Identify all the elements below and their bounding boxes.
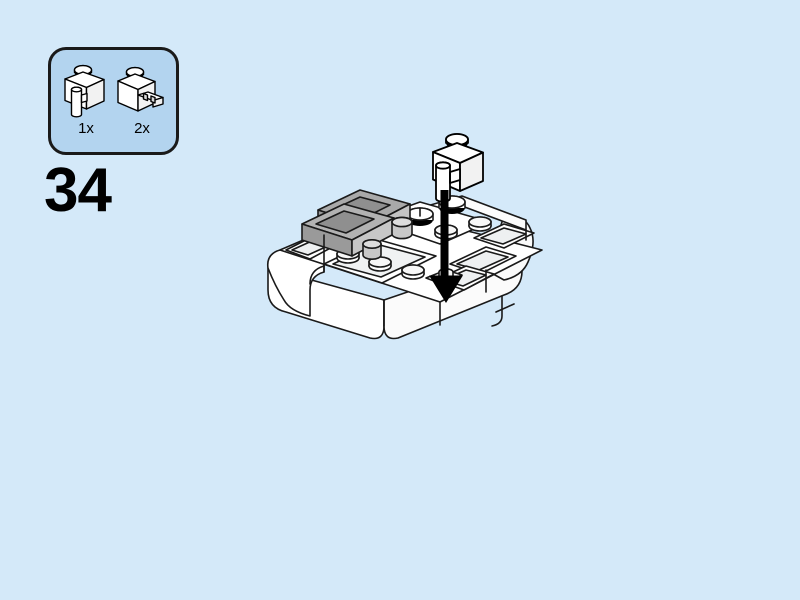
- part-list-item: 1x: [57, 62, 115, 148]
- brick-1x1-with-vertical-clip-icon: [57, 62, 115, 124]
- part-count-label: 1x: [78, 120, 94, 137]
- part-count-label: 2x: [134, 120, 150, 137]
- brick-1x1-with-horizontal-clip-icon: [113, 62, 171, 124]
- down-arrow-icon: [428, 189, 464, 305]
- step-number: 34: [44, 156, 112, 225]
- parts-callout-box: 1x: [48, 47, 179, 155]
- part-list-item: 2x: [113, 62, 171, 148]
- model-illustration: [250, 120, 560, 380]
